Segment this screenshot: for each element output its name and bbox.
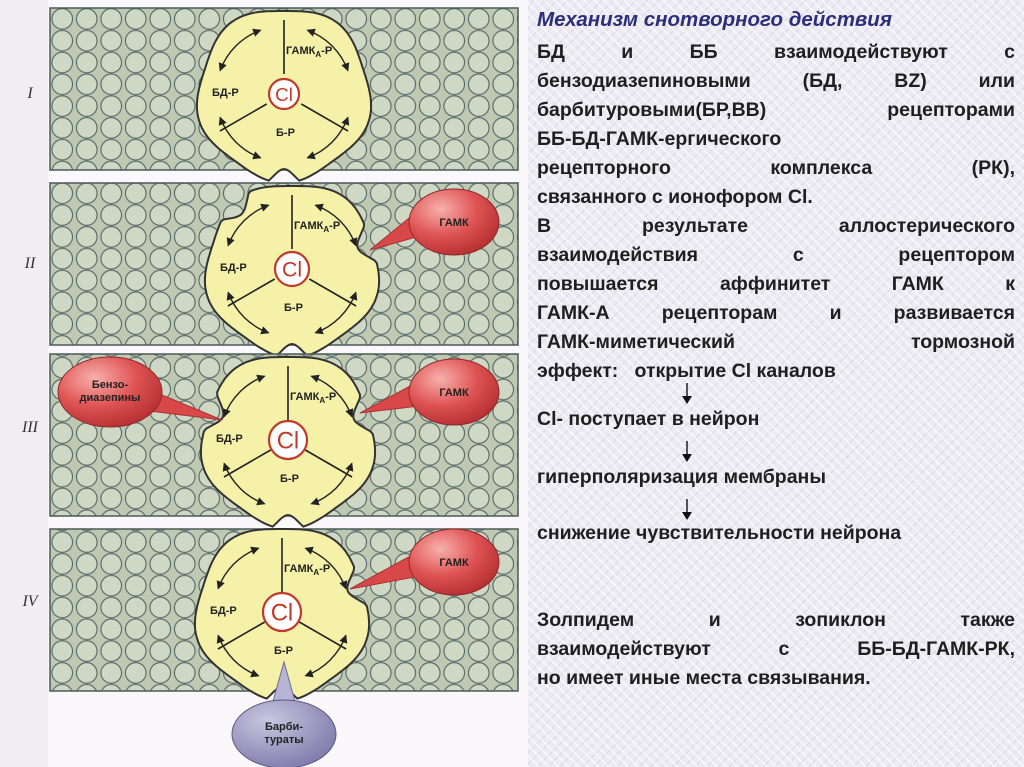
paragraph2-line-2: взаимодействия с рецептором xyxy=(537,244,1015,266)
down-arrow-icon xyxy=(682,499,692,520)
gaba-a-subscript: А xyxy=(323,225,329,234)
paragraph2-line-3: повышается аффинитет ГАМК к xyxy=(537,273,1015,295)
gaba-a-subscript: А xyxy=(315,50,321,59)
step-reduced-sensitivity: снижение чувствительности нейрона xyxy=(537,522,902,544)
paragraph3-line-2: взаимодействуют с ББ-БД-ГАМК-РК, xyxy=(537,638,1015,660)
gaba-a-suffix: -Р xyxy=(319,563,330,575)
barbiturates-ligand xyxy=(231,699,337,767)
paragraph3-line-3: но имеет иные места связывания. xyxy=(537,667,871,689)
rim-arrow xyxy=(226,203,270,247)
rim-arrow xyxy=(310,374,354,418)
rim-arrow xyxy=(306,116,350,160)
chloride-channel-ring xyxy=(267,419,309,461)
chloride-channel-label: Cl xyxy=(282,258,302,282)
down-arrow-icon xyxy=(682,383,692,404)
paragraph1-line-2: бензодиазепиновыми (БД, BZ) или xyxy=(537,70,1015,92)
gaba-ligand-label: ГАМК xyxy=(439,217,469,229)
text-panel-background xyxy=(528,0,1024,767)
panel-numeral: II xyxy=(24,255,36,272)
b-receptor-label: Б-Р xyxy=(276,127,295,139)
chloride-channel-ring xyxy=(273,250,311,288)
barbiturates-label-line2: тураты xyxy=(264,734,303,746)
down-arrow-icon xyxy=(682,441,692,462)
benzodiazepines-label-line2: диазепины xyxy=(80,392,141,404)
gaba-ligand xyxy=(408,358,500,426)
paragraph2-line-1: В результате аллостерического xyxy=(537,215,1015,237)
panel-numeral: III xyxy=(21,419,39,436)
rim-arrow xyxy=(310,462,354,506)
chloride-channel-ring xyxy=(261,591,303,633)
b-receptor-label: Б-Р xyxy=(280,473,299,485)
barbiturates-label-line1: Барби- xyxy=(265,721,303,733)
rim-arrow xyxy=(216,634,260,678)
rim-arrow xyxy=(218,116,262,160)
slide-title: Механизм снотворного действия xyxy=(537,8,892,31)
paragraph1-line-6: связанного с ионофором Cl. xyxy=(537,186,813,208)
paragraph2-line-5: ГАМК-миметический тормозной xyxy=(537,331,1015,353)
gaba-a-base: ГАМК xyxy=(284,563,314,575)
gaba-a-suffix: -Р xyxy=(321,45,332,57)
gaba-a-suffix: -Р xyxy=(329,220,340,232)
rim-arrow xyxy=(314,203,358,247)
gaba-ligand xyxy=(408,528,500,596)
gaba-a-receptor-label: ГАМКА-Р xyxy=(290,391,336,405)
gaba-ligand xyxy=(408,188,500,256)
step-chloride-influx: Cl- поступает в нейрон xyxy=(537,408,760,430)
gaba-a-receptor-label: ГАМКА-Р xyxy=(286,45,332,59)
chloride-channel-label: Cl xyxy=(277,428,299,455)
paragraph1-line-5: рецепторного комплекса (РК), xyxy=(537,157,1015,179)
bd-receptor-label: БД-Р xyxy=(212,87,239,99)
b-receptor-label: Б-Р xyxy=(284,302,303,314)
gaba-a-base: ГАМК xyxy=(286,45,316,57)
chloride-channel-ring xyxy=(267,77,301,111)
bd-receptor-label: БД-Р xyxy=(210,605,237,617)
gaba-ligand-label: ГАМК xyxy=(439,387,469,399)
gaba-a-subscript: А xyxy=(313,568,319,577)
paragraph1-line-1: БД и ББ взаимодействуют с xyxy=(537,41,1015,63)
rim-arrow xyxy=(314,291,358,335)
rim-arrow xyxy=(304,634,348,678)
gaba-a-base: ГАМК xyxy=(290,391,320,403)
rim-arrow xyxy=(222,462,266,506)
bd-receptor-label: БД-Р xyxy=(220,262,247,274)
benzodiazepines-label-line1: Бензо- xyxy=(92,379,129,391)
rim-arrow xyxy=(226,291,270,335)
rim-arrow xyxy=(304,546,348,590)
gaba-a-base: ГАМК xyxy=(294,220,324,232)
left-margin-stripe xyxy=(0,0,48,767)
chloride-channel-label: Cl xyxy=(271,600,293,627)
rim-arrow xyxy=(216,546,260,590)
paragraph3-line-1: Золпидем и зопиклон также xyxy=(537,609,1015,631)
gaba-a-receptor-label: ГАМКА-Р xyxy=(294,220,340,234)
panel-numeral: IV xyxy=(21,593,39,610)
paragraph1-line-3: барбитуровыми(БР,BB) рецепторами xyxy=(537,99,1015,121)
gaba-a-receptor-label: ГАМКА-Р xyxy=(284,563,330,577)
b-receptor-label: Б-Р xyxy=(274,645,293,657)
rim-arrow xyxy=(306,28,350,72)
paragraph2-line-6: эффект: открытие Cl каналов xyxy=(537,360,836,382)
paragraph1-line-4: ББ-БД-ГАМК-ергического xyxy=(537,128,782,150)
chloride-channel-label: Cl xyxy=(275,84,293,105)
bd-receptor-label: БД-Р xyxy=(216,433,243,445)
gaba-ligand-label: ГАМК xyxy=(439,557,469,569)
rim-arrow xyxy=(218,28,262,72)
gaba-a-suffix: -Р xyxy=(325,391,336,403)
rim-arrow xyxy=(222,374,266,418)
gaba-a-subscript: А xyxy=(319,396,325,405)
benzodiazepines-ligand xyxy=(57,356,163,428)
paragraph2-line-4: ГАМК-А рецепторам и развивается xyxy=(537,302,1015,324)
receptor-diagram: ClГАМКА-РБД-РБ-РClГАМКА-РБД-РБ-РClГАМКА-… xyxy=(21,7,519,767)
panel-numeral: I xyxy=(26,85,33,102)
step-hyperpolarization: гиперполяризация мембраны xyxy=(537,466,826,488)
membrane-panel: Cl ГАМКА-Р БД-Р Б-Р xyxy=(49,7,519,182)
